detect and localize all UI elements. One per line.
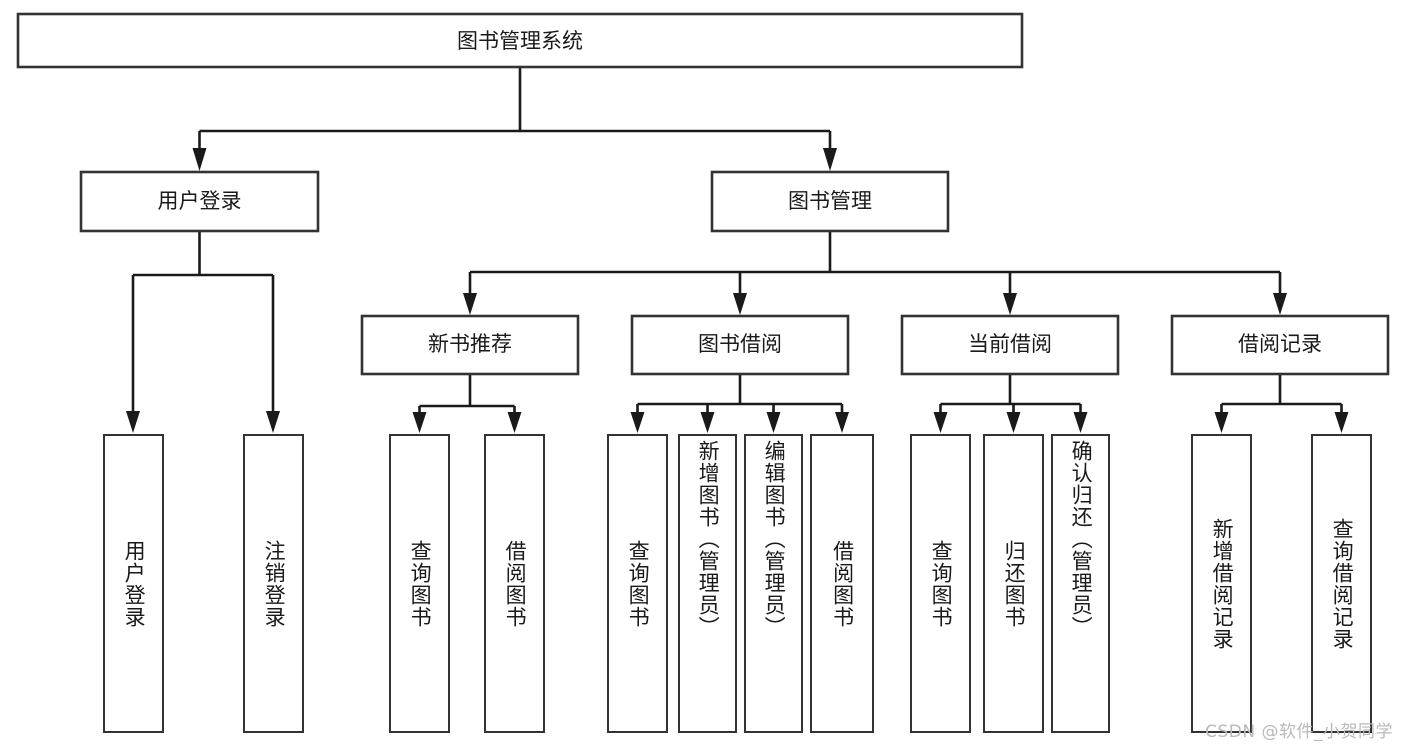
leaf-node[interactable]: 确认归还（管理员） <box>1051 434 1110 733</box>
node-book-borrow-rect[interactable] <box>630 314 850 376</box>
node-borrow-record-rect[interactable] <box>1170 314 1390 376</box>
leaf-node[interactable]: 查询图书 <box>910 434 971 733</box>
arrowhead-br-query-record <box>1334 412 1349 433</box>
node-user-login-rect[interactable] <box>79 170 320 233</box>
node-root[interactable]: 图书管理系统 <box>16 12 1024 69</box>
arrowhead-leaf-logout <box>266 411 280 433</box>
node-current-borrow-label: 当前借阅 <box>968 332 1052 356</box>
leaf-node-label: 查询图书 <box>408 539 433 628</box>
node-book-management-label: 图书管理 <box>788 189 872 213</box>
leaf-node-label: 查询借阅记录 <box>1330 517 1355 650</box>
node-book-borrow[interactable]: 图书借阅 <box>630 314 850 376</box>
node-book-borrow-label: 图书借阅 <box>698 332 782 356</box>
leaf-node[interactable]: 查询图书 <box>389 434 450 733</box>
leaf-node-label: 借阅图书 <box>830 539 855 628</box>
connector-layer <box>126 67 1349 433</box>
leaf-node[interactable]: 借阅图书 <box>810 434 874 733</box>
leaf-node[interactable]: 查询图书 <box>607 434 668 733</box>
node-book-management-rect[interactable] <box>710 170 950 233</box>
arrowhead-nb-query-book <box>412 412 427 433</box>
leaf-node-label: 归还图书 <box>1002 539 1027 628</box>
node-user-login-label: 用户登录 <box>158 189 242 213</box>
leaf-node[interactable]: 查询借阅记录 <box>1311 434 1372 733</box>
node-current-borrow[interactable]: 当前借阅 <box>900 314 1120 376</box>
arrowhead-nb-borrow-book <box>507 412 522 433</box>
node-borrow-record-label: 借阅记录 <box>1238 332 1322 356</box>
arrowhead-cb-query-book <box>933 412 948 433</box>
leaf-node-label: 用户登录 <box>122 539 147 628</box>
node-user-login[interactable]: 用户登录 <box>79 170 320 233</box>
arrowhead-borrow-record <box>1273 293 1287 315</box>
arrowhead-bb-edit-book <box>766 412 781 433</box>
node-root-label: 图书管理系统 <box>457 29 583 53</box>
arrowhead-book-borrow <box>733 293 747 315</box>
node-book-management[interactable]: 图书管理 <box>710 170 950 233</box>
node-borrow-record[interactable]: 借阅记录 <box>1170 314 1390 376</box>
arrowhead-bb-borrow-book <box>835 412 849 433</box>
arrowhead-current-borrow <box>1003 293 1017 315</box>
node-new-book-recommend-label: 新书推荐 <box>428 332 512 356</box>
leaf-node-label: 查询图书 <box>626 539 651 628</box>
leaf-node-label: 新增借阅记录 <box>1210 517 1235 650</box>
leaf-node-label: 借阅图书 <box>503 539 528 628</box>
arrowhead-new-book-rec <box>463 293 477 315</box>
leaf-node-label: 注销登录 <box>262 539 287 628</box>
node-new-book-recommend[interactable]: 新书推荐 <box>360 314 580 376</box>
leaf-node-label: 编辑图书（管理员） <box>762 440 787 638</box>
leaf-node-label: 新增图书（管理员） <box>696 440 721 638</box>
leaf-node-label: 查询图书 <box>929 539 954 628</box>
arrowhead-cb-return-book <box>1006 412 1021 433</box>
leaf-node[interactable]: 编辑图书（管理员） <box>744 434 803 733</box>
arrowhead-leaf-user-login <box>126 411 140 433</box>
node-root-rect[interactable] <box>16 12 1024 69</box>
arrowhead-br-add-record <box>1214 412 1229 433</box>
arrowhead-user-login <box>192 148 207 171</box>
arrowhead-cb-confirm-return <box>1073 412 1088 433</box>
arrowhead-bb-query-book <box>630 412 645 433</box>
leaf-node[interactable]: 归还图书 <box>983 434 1044 733</box>
leaf-node[interactable]: 注销登录 <box>243 434 304 733</box>
leaf-node[interactable]: 新增图书（管理员） <box>678 434 737 733</box>
node-current-borrow-rect[interactable] <box>900 314 1120 376</box>
node-new-book-recommend-rect[interactable] <box>360 314 580 376</box>
arrowhead-book-mgmt <box>823 148 837 171</box>
arrowhead-bb-add-book <box>700 412 715 433</box>
leaf-node[interactable]: 新增借阅记录 <box>1191 434 1252 733</box>
leaf-node-label: 确认归还（管理员） <box>1069 440 1094 638</box>
leaf-node[interactable]: 借阅图书 <box>484 434 545 733</box>
leaf-node[interactable]: 用户登录 <box>103 434 164 733</box>
